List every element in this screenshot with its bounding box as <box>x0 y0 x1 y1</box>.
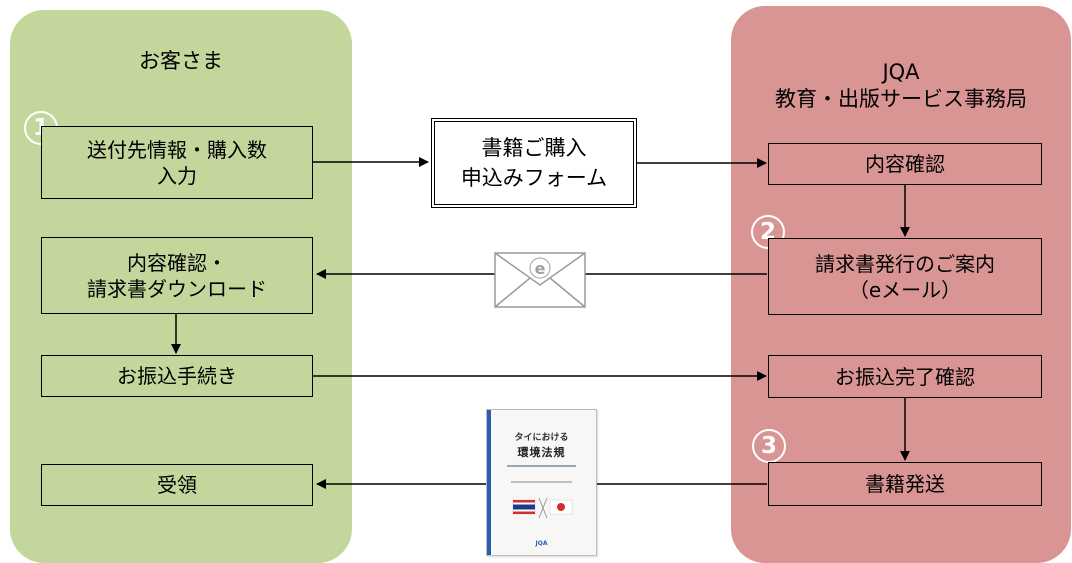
book-publisher-logo: JQA <box>535 540 548 547</box>
jqa-lane-title-line1: JQA <box>882 60 920 84</box>
book-cover-image: タイにおける 環境法規 JQA <box>486 409 597 556</box>
box-confirm-download-invoice: 内容確認・ 請求書ダウンロード <box>41 237 313 314</box>
svg-text:e: e <box>535 259 546 278</box>
thai-japan-flags-icon <box>512 497 573 519</box>
box-transfer-confirm: お振込完了確認 <box>768 355 1042 398</box>
box-purchase-form: 書籍ご購入 申込みフォーム <box>431 118 637 208</box>
book-title-line1: タイにおける <box>514 433 569 443</box>
box-shipping-info-input: 送付先情報・購入数 入力 <box>41 126 313 199</box>
book-subtitle-line <box>507 465 576 467</box>
book-subtitle-line <box>511 481 572 483</box>
step-3-marker: 3 <box>752 429 786 463</box>
box-receive: 受領 <box>41 464 313 506</box>
book-title-line2: 環境法規 <box>517 446 566 459</box>
box-book-shipping: 書籍発送 <box>768 462 1042 506</box>
jqa-lane-title-line2: 教育・出版サービス事務局 <box>775 87 1027 111</box>
box-invoice-notice: 請求書発行のご案内 （eメール） <box>768 238 1042 315</box>
customer-lane-title: お客さま <box>139 49 223 73</box>
email-envelope-icon: e <box>494 252 586 308</box>
box-content-confirm: 内容確認 <box>768 143 1042 185</box>
book-spine <box>487 410 491 555</box>
box-bank-transfer: お振込手続き <box>41 355 313 397</box>
